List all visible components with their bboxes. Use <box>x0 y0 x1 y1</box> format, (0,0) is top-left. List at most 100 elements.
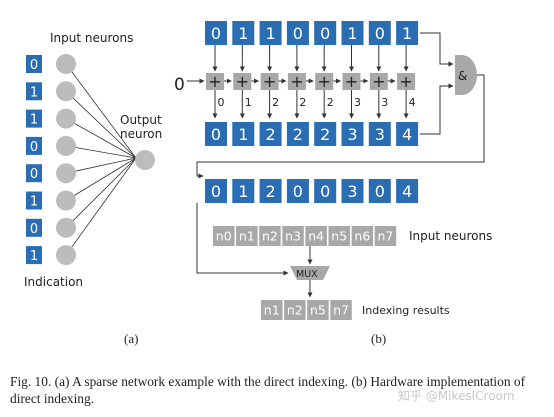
indication-bit: 1 <box>30 113 38 128</box>
result-value: 3 <box>347 182 357 201</box>
adder-chain: +0+1+2+2+2+3+3+4 <box>206 72 416 109</box>
mux-block <box>290 266 330 280</box>
indexed-result: n1 <box>264 303 280 318</box>
figure-caption: Fig. 10. (a) A sparse network example wi… <box>10 374 526 406</box>
output-neuron-label-line2: neuron <box>120 127 162 141</box>
synapse-line <box>65 157 137 201</box>
top-bit: 0 <box>211 24 221 43</box>
indication-bit-box <box>26 82 42 101</box>
top-bit-box <box>314 21 337 45</box>
indication-bit-box <box>26 218 42 237</box>
result-box <box>286 179 309 203</box>
input-neurons-label-a: Input neurons <box>50 31 133 45</box>
indication-bit: 1 <box>30 195 38 210</box>
adder-symbol: + <box>399 72 412 91</box>
neuron-name: n3 <box>285 229 301 244</box>
top-bit-box <box>396 21 419 45</box>
prefix-sum: 2 <box>266 125 276 144</box>
synapse-line <box>65 118 137 159</box>
prefix-sum: 2 <box>320 125 330 144</box>
adder-box <box>397 73 416 90</box>
result-box <box>205 179 227 203</box>
output-neuron <box>135 150 155 170</box>
neuron-name-box <box>351 226 374 246</box>
adder-initial-input: 0 <box>174 75 185 95</box>
prefix-sum-box <box>368 122 391 146</box>
result-value: 4 <box>402 182 412 201</box>
input-neurons-label-b: Input neurons <box>409 229 492 243</box>
partial-sum-label: 2 <box>272 96 279 109</box>
result-value: 0 <box>211 182 221 201</box>
prefix-sum: 4 <box>402 125 412 144</box>
neuron-name: n6 <box>354 229 370 244</box>
top-bit: 0 <box>293 24 303 43</box>
adder-symbol: + <box>372 72 385 91</box>
wires <box>187 32 485 298</box>
indication-bit: 0 <box>30 222 38 237</box>
neuron-name: n2 <box>262 229 278 244</box>
top-bit-box <box>368 21 391 45</box>
partial-sum-label: 3 <box>354 96 361 109</box>
adder-box <box>287 73 306 90</box>
top-bit: 1 <box>238 24 248 43</box>
top-bit: 0 <box>320 24 330 43</box>
output-neuron-label-line1: Output <box>120 113 162 127</box>
mux-label: MUX <box>296 269 318 280</box>
input-neuron <box>56 81 76 102</box>
indication-bit: 0 <box>30 167 38 182</box>
prefix-sum: 0 <box>211 125 221 144</box>
top-bit: 1 <box>266 24 276 43</box>
partial-sum-label: 2 <box>299 96 306 109</box>
indication-bit: 1 <box>30 85 38 100</box>
and-gate-symbol: & <box>458 69 467 83</box>
neuron-name: n1 <box>239 229 255 244</box>
result-to-mux-wire <box>196 203 289 276</box>
sublabel-a: (a) <box>124 331 138 346</box>
top-bit-box <box>286 21 309 45</box>
indication-bit-box <box>26 55 42 73</box>
input-neuron <box>56 108 76 129</box>
neuron-name-box <box>213 226 235 246</box>
indication-label: Indication <box>24 275 83 289</box>
prefix-sum-box <box>341 122 364 146</box>
prefix-sum: 3 <box>347 125 357 144</box>
adder-symbol: + <box>345 72 358 91</box>
indication-bit: 0 <box>30 58 38 73</box>
adder-symbol: + <box>263 72 276 91</box>
synapse-line <box>65 157 137 174</box>
partial-sum-label: 0 <box>218 96 225 109</box>
indexed-result: n2 <box>287 303 303 318</box>
indexed-result-box <box>284 300 306 320</box>
input-neuron <box>56 217 76 238</box>
and-to-result-wire <box>196 74 485 179</box>
prefix-sum-box <box>396 122 419 146</box>
synapse-line <box>65 157 137 229</box>
partial-sum-label: 3 <box>381 96 388 109</box>
synapse-line <box>65 157 137 256</box>
prefix-sum-box <box>232 122 255 146</box>
top-bit-box <box>205 21 227 45</box>
adder-box <box>260 73 279 90</box>
neuron-name-box <box>374 226 397 246</box>
connection-lines <box>65 63 137 256</box>
result-box <box>314 179 337 203</box>
prefix-sum: 1 <box>238 125 248 144</box>
top-bit: 0 <box>375 24 385 43</box>
prefix-row-to-and-wire <box>420 83 454 135</box>
top-bit-box <box>341 21 364 45</box>
prefix-sum-box <box>205 122 227 146</box>
neuron-name-box <box>305 226 327 246</box>
indication-bit-box <box>26 136 42 155</box>
indexing-results-label: Indexing results <box>362 304 450 317</box>
indication-bit-box <box>26 109 42 128</box>
adder-box <box>315 73 334 90</box>
adder-symbol: + <box>236 72 249 91</box>
top-row-to-and-wire <box>420 32 454 67</box>
neuron-name-box <box>236 226 258 246</box>
